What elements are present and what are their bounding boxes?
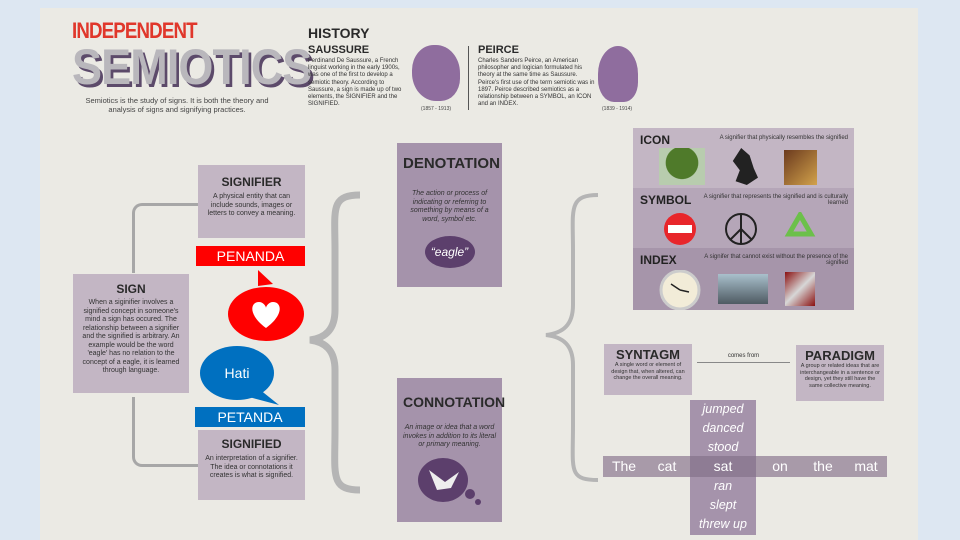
syntagm-text: A single word or element of design that,… xyxy=(611,362,685,381)
peirce-text: Charles Sanders Peirce, an American phil… xyxy=(478,58,595,108)
signifier-text: A physical entity that can include sound… xyxy=(207,193,296,217)
paradigm-word: jumped xyxy=(702,402,744,416)
signified-box: SIGNIFIED An interpretation of a signifi… xyxy=(198,430,305,500)
saussure-name: SAUSSURE xyxy=(308,44,370,56)
index-title: INDEX xyxy=(640,253,677,267)
comes-from-line xyxy=(697,362,790,363)
sign-types-panel: ICON A signifier that physically resembl… xyxy=(633,128,854,310)
paradigm-box: PARADIGM A group or related ideas that a… xyxy=(796,345,884,401)
sign-box: SIGN When a siginifier involves a signif… xyxy=(73,274,189,393)
denotation-title: DENOTATION xyxy=(403,155,500,172)
no-entry-icon xyxy=(664,213,696,245)
sentence-word: mat xyxy=(854,458,878,474)
syntagm-title: SYNTAGM xyxy=(615,347,681,362)
symbol-row: SYMBOL A signifier that represents the s… xyxy=(633,188,854,248)
peirce-portrait xyxy=(598,46,638,102)
icon-row: ICON A signifier that physically resembl… xyxy=(633,128,854,188)
connotation-text: An image or idea that a word invokes in … xyxy=(403,424,496,448)
connector-line xyxy=(132,203,198,273)
connotation-box: CONNOTATION An image or idea that a word… xyxy=(397,378,506,522)
sentence-word: the xyxy=(813,458,833,474)
paradigm-text: A group or related ideas that are interc… xyxy=(800,363,880,389)
paradigm-word: ran xyxy=(713,479,733,493)
signifier-title: SIGNIFIER xyxy=(221,175,282,189)
brand-logo: INDEPENDENT xyxy=(72,18,198,43)
paradigm-word: threw up xyxy=(699,517,747,531)
paradigm-word: stood xyxy=(707,440,739,454)
signifier-box: SIGNIFIER A physical entity that can inc… xyxy=(198,165,305,238)
heart-bubble-icon xyxy=(228,270,304,341)
symbol-title: SYMBOL xyxy=(640,193,692,207)
peace-icon xyxy=(725,213,757,245)
index-row: INDEX A signifer that cannot exist witho… xyxy=(633,248,854,310)
icon-title: ICON xyxy=(640,133,670,147)
speech-bubble-icon xyxy=(200,346,279,405)
brace-icon xyxy=(545,193,599,482)
denotation-text: The action or process of indicating or r… xyxy=(410,190,489,223)
sentence-word: cat xyxy=(657,458,677,474)
syntagm-box: SYNTAGM A single word or element of desi… xyxy=(604,344,692,395)
brace-icon xyxy=(309,191,361,494)
uk-map-icon xyxy=(732,148,758,185)
petanda-label: PETANDA xyxy=(195,407,305,427)
clock-icon xyxy=(659,270,701,310)
thermometer-image xyxy=(785,272,815,306)
paradigm-word: slept xyxy=(709,498,737,512)
sentence-word: The xyxy=(611,458,637,474)
symbol-text: A signifier that represents the signifie… xyxy=(703,194,848,206)
signified-text: An interpretation of a signifier. The id… xyxy=(205,455,298,479)
recycle-icon xyxy=(784,212,816,237)
hati-label: Hati xyxy=(224,365,250,381)
history-heading: HISTORY xyxy=(308,25,370,41)
peirce-name: PEIRCE xyxy=(478,44,519,56)
paradigm-word: danced xyxy=(702,421,744,435)
connector-line xyxy=(132,397,198,467)
denotation-box: DENOTATION The action or process of indi… xyxy=(397,143,502,287)
eagle-bubble: “eagle” xyxy=(424,236,475,268)
page-title: SEMIOTICS xyxy=(72,39,312,95)
saussure-text: Ferdinand De Saussure, a French linguist… xyxy=(308,58,402,108)
signified-title: SIGNIFIED xyxy=(221,437,282,451)
icon-text: A signifier that physically resembles th… xyxy=(719,135,848,141)
peirce-dates: (1839 - 1914) xyxy=(602,106,633,112)
sign-title: SIGN xyxy=(116,282,146,296)
tree-image xyxy=(659,148,705,185)
penanda-label: PENANDA xyxy=(196,246,305,266)
selected-word-highlight xyxy=(690,456,756,477)
history-divider xyxy=(468,46,469,110)
subtitle: Semiotics is the study of signs. It is b… xyxy=(85,96,269,114)
connotation-title: CONNOTATION xyxy=(403,394,506,410)
index-text: A signifer that cannot exist without the… xyxy=(704,254,848,266)
sentence-word: on xyxy=(772,458,788,474)
saussure-dates: (1857 - 1913) xyxy=(421,106,452,112)
comes-from-label: comes from xyxy=(727,353,760,359)
saussure-portrait xyxy=(412,45,460,101)
sign-text: When a siginifier involves a signified c… xyxy=(82,299,180,374)
eagle-thought-icon xyxy=(417,457,481,505)
volcano-smoke-image xyxy=(718,274,768,304)
paradigm-title: PARADIGM xyxy=(805,348,875,363)
painting-image xyxy=(784,150,817,185)
selected-word: sat xyxy=(713,458,733,474)
